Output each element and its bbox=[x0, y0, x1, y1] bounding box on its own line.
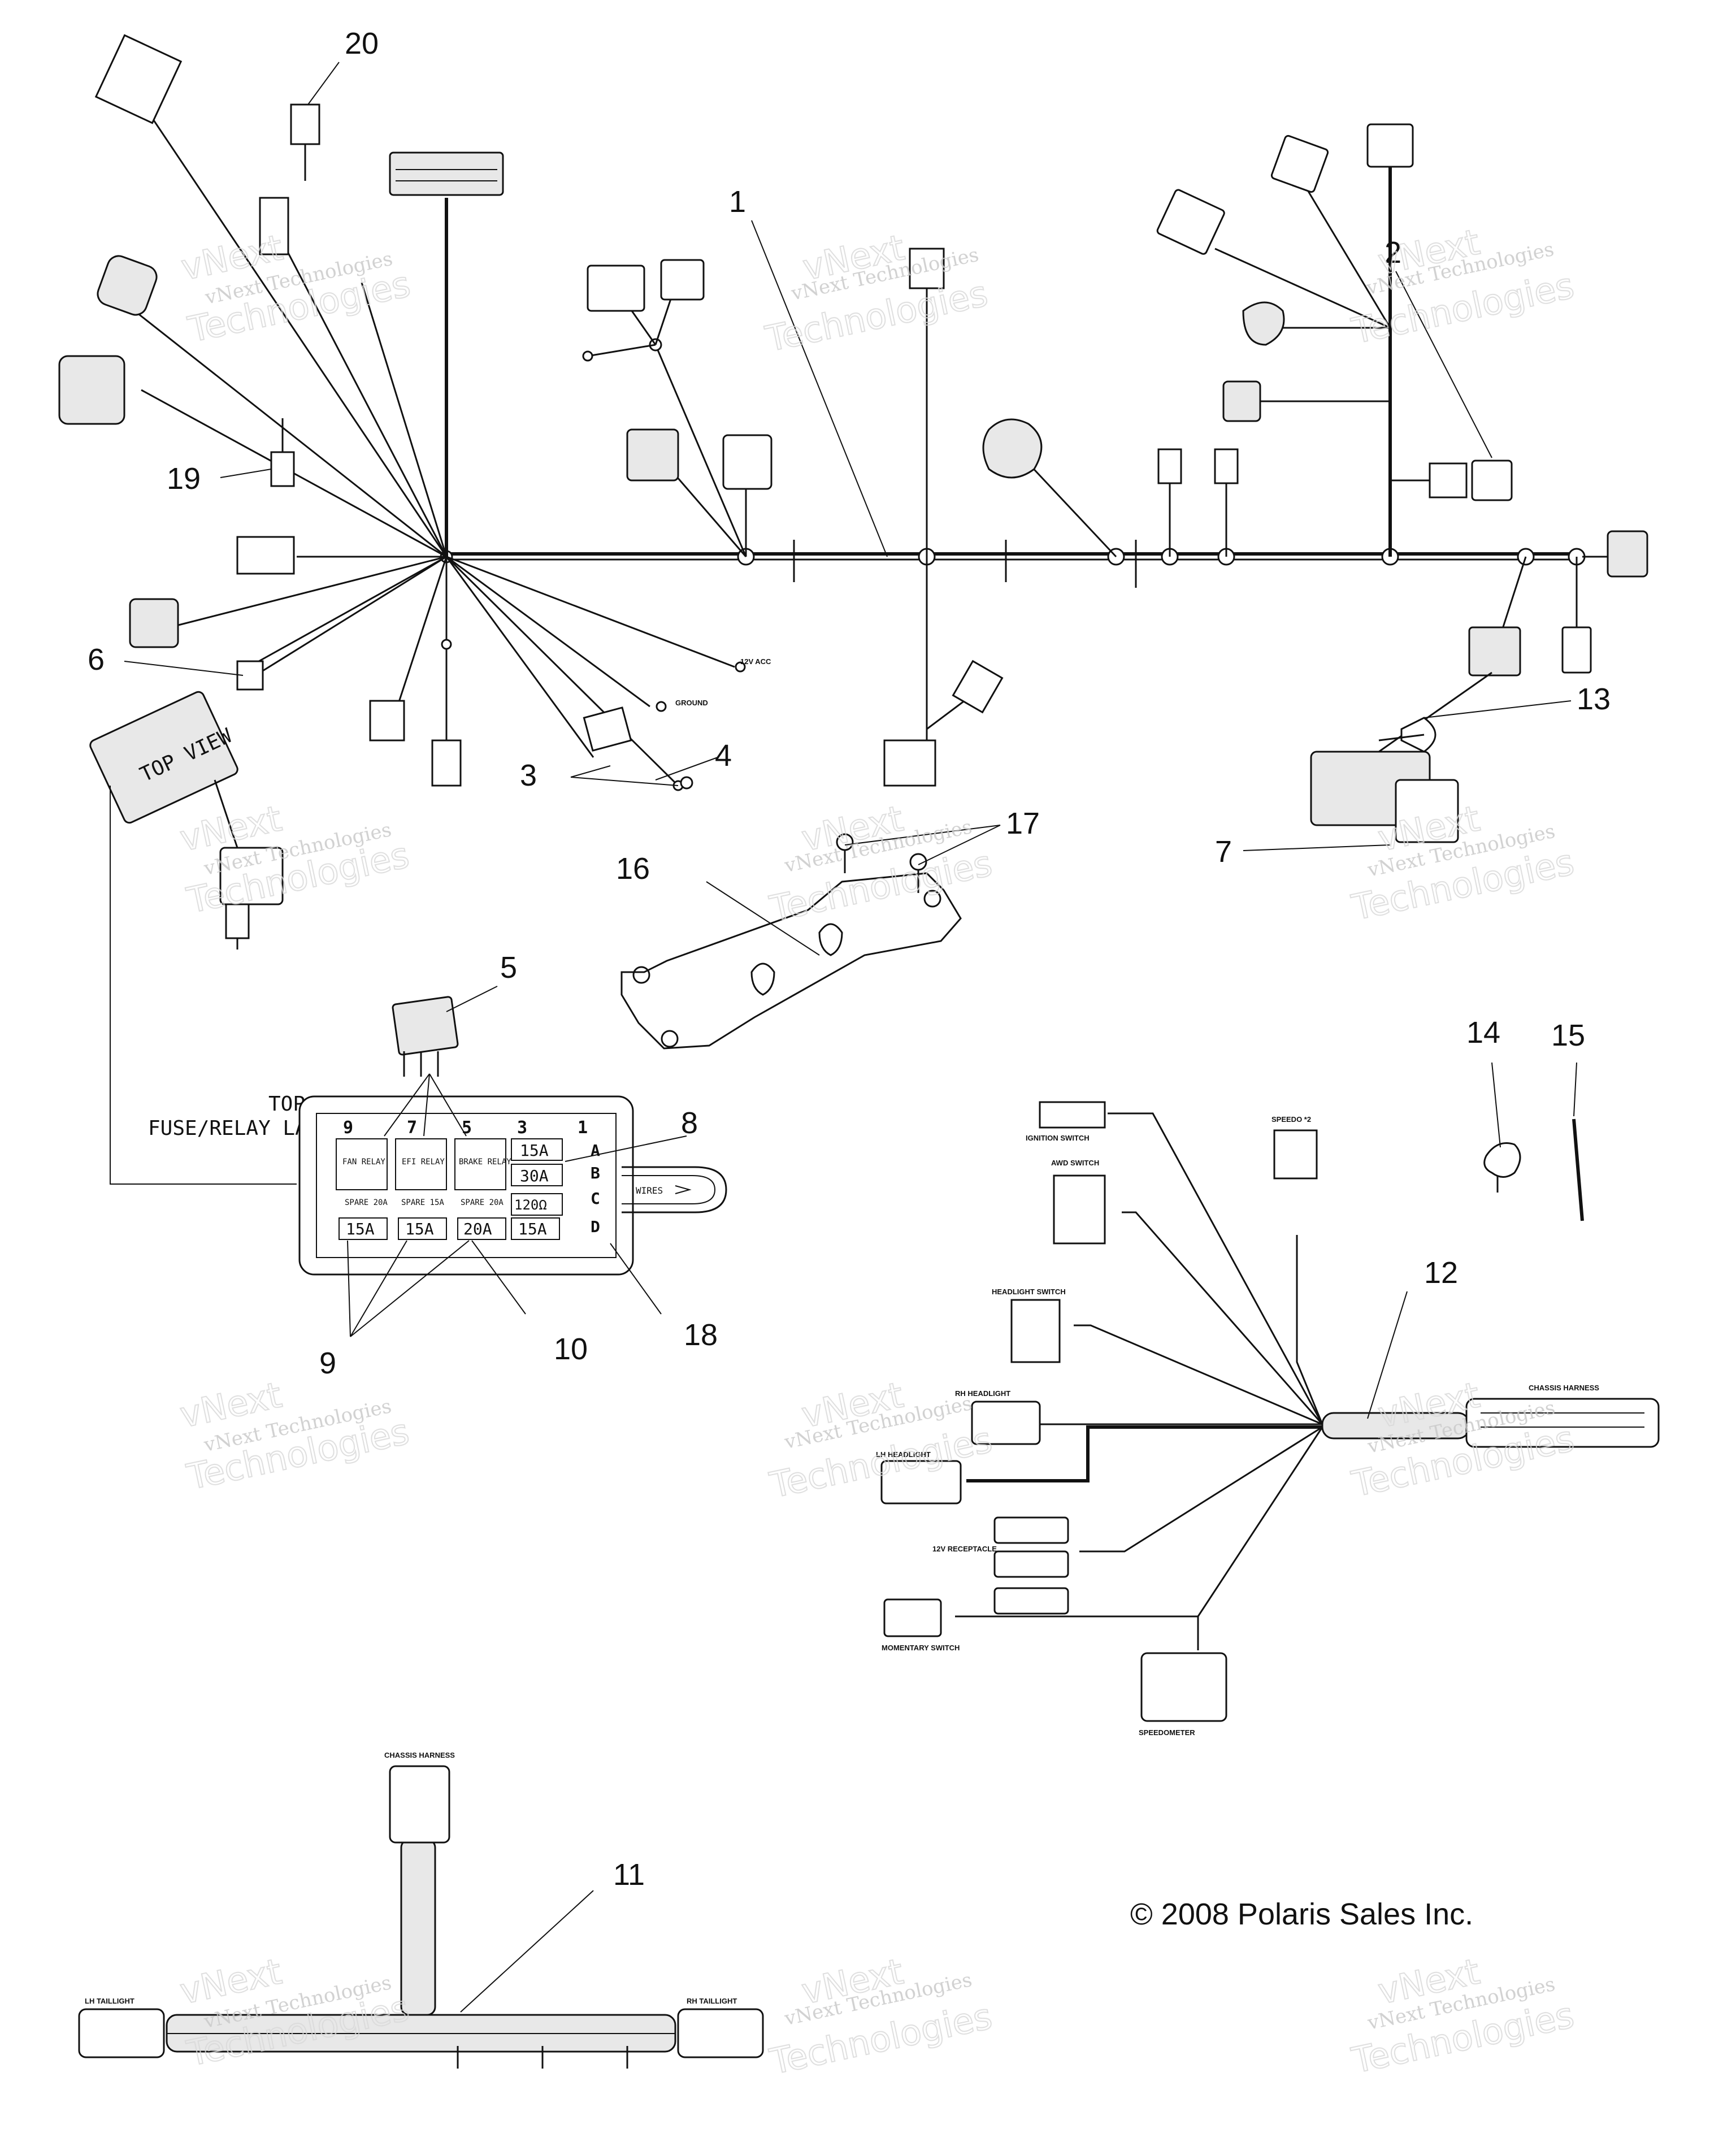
label-lh-headlight: LH HEADLIGHT bbox=[876, 1450, 931, 1459]
copyright-notice: © 2008 Polaris Sales Inc. bbox=[1130, 1897, 1473, 1931]
col-number-5: 5 bbox=[462, 1118, 472, 1138]
callout-16: 16 bbox=[616, 852, 650, 886]
fuse-b-30a: 30A bbox=[520, 1167, 549, 1185]
col-number-7: 7 bbox=[407, 1118, 417, 1138]
label-speedo: SPEEDO *2 bbox=[1271, 1115, 1311, 1124]
dash-harness bbox=[880, 1101, 1660, 1722]
relay-brake: BRAKE RELAY bbox=[459, 1157, 511, 1167]
label-ground: GROUND bbox=[675, 699, 708, 707]
callout-20: 20 bbox=[345, 27, 379, 60]
fuse-a-15a: 15A bbox=[520, 1141, 549, 1160]
label-rh-taillight: RH TAILLIGHT bbox=[687, 1997, 737, 2005]
col-number-9: 9 bbox=[343, 1118, 353, 1138]
callout-1: 1 bbox=[729, 185, 746, 219]
row-letter-a: A bbox=[591, 1141, 600, 1160]
row-letter-d: D bbox=[591, 1217, 600, 1236]
clip-and-tie bbox=[1483, 1118, 1584, 1221]
callout-6: 6 bbox=[88, 643, 105, 677]
callout-18: 18 bbox=[684, 1318, 718, 1352]
fuse-relay-box: TOP VIEW FUSE/RELAY LAYOUT 9 7 5 3 1 FAN… bbox=[148, 996, 727, 1276]
fuse-bottom-4: 15A bbox=[518, 1220, 547, 1238]
label-ignition-switch: IGNITION SWITCH bbox=[1026, 1134, 1090, 1142]
callout-2: 2 bbox=[1385, 236, 1401, 270]
label-awd-switch: AWD SWITCH bbox=[1051, 1159, 1099, 1167]
label-headlight-switch: HEADLIGHT SWITCH bbox=[992, 1287, 1066, 1296]
label-12v-receptacle: 12V RECEPTACLE bbox=[932, 1545, 997, 1553]
spare-1: SPARE 20A bbox=[345, 1198, 388, 1207]
spare-2: SPARE 15A bbox=[401, 1198, 444, 1207]
watermarks: vNext vNext Technologies Technologies vN… bbox=[176, 220, 1578, 2083]
callout-19: 19 bbox=[167, 462, 201, 496]
callout-8: 8 bbox=[681, 1106, 698, 1140]
resistor-c: 120Ω bbox=[514, 1197, 547, 1213]
label-lh-taillight: LH TAILLIGHT bbox=[85, 1997, 134, 2005]
callout-numbers: 1 2 3 4 5 6 7 8 9 10 11 12 13 14 15 16 1… bbox=[88, 27, 1611, 1892]
callout-13: 13 bbox=[1577, 682, 1611, 716]
label-momentary-switch: MOMENTARY SWITCH bbox=[882, 1644, 960, 1652]
main-harness bbox=[58, 34, 1648, 843]
row-letter-c: C bbox=[591, 1189, 600, 1208]
callout-leaders bbox=[124, 62, 1577, 2013]
small-labels: 12V ACC GROUND IGNITION SWITCH SPEEDO *2… bbox=[85, 657, 1599, 2005]
callout-12: 12 bbox=[1424, 1256, 1458, 1290]
label-acc: 12V ACC bbox=[740, 657, 771, 666]
mounting-bracket bbox=[620, 833, 962, 1050]
label-chassis-harness-dash: CHASSIS HARNESS bbox=[1529, 1384, 1599, 1392]
row-letter-b: B bbox=[591, 1164, 600, 1182]
col-number-3: 3 bbox=[517, 1118, 527, 1138]
callout-11: 11 bbox=[613, 1858, 645, 1892]
callout-14: 14 bbox=[1466, 1016, 1500, 1050]
callout-7: 7 bbox=[1215, 835, 1232, 869]
fuse-bottom-1: 15A bbox=[346, 1220, 375, 1238]
callout-5: 5 bbox=[500, 951, 517, 985]
relay-efi: EFI RELAY bbox=[402, 1157, 445, 1167]
callout-10: 10 bbox=[554, 1332, 588, 1366]
relay-fan: FAN RELAY bbox=[342, 1157, 385, 1167]
module-assembly: TOP VIEW bbox=[89, 556, 447, 1185]
wires-label: WIRES bbox=[636, 1185, 663, 1196]
label-speedometer: SPEEDOMETER bbox=[1139, 1728, 1195, 1737]
spare-3: SPARE 20A bbox=[461, 1198, 504, 1207]
callout-15: 15 bbox=[1551, 1018, 1585, 1052]
fuse-bottom-3: 20A bbox=[463, 1220, 492, 1238]
callout-17: 17 bbox=[1006, 807, 1040, 840]
callout-3: 3 bbox=[520, 758, 537, 792]
callout-9: 9 bbox=[319, 1346, 336, 1380]
callout-4: 4 bbox=[715, 739, 732, 773]
label-rh-headlight: RH HEADLIGHT bbox=[955, 1389, 1010, 1398]
tail-harness bbox=[78, 1765, 764, 2069]
fuse-bottom-2: 15A bbox=[405, 1220, 434, 1238]
label-chassis-harness-tail: CHASSIS HARNESS bbox=[384, 1751, 455, 1759]
col-number-1: 1 bbox=[578, 1118, 588, 1138]
